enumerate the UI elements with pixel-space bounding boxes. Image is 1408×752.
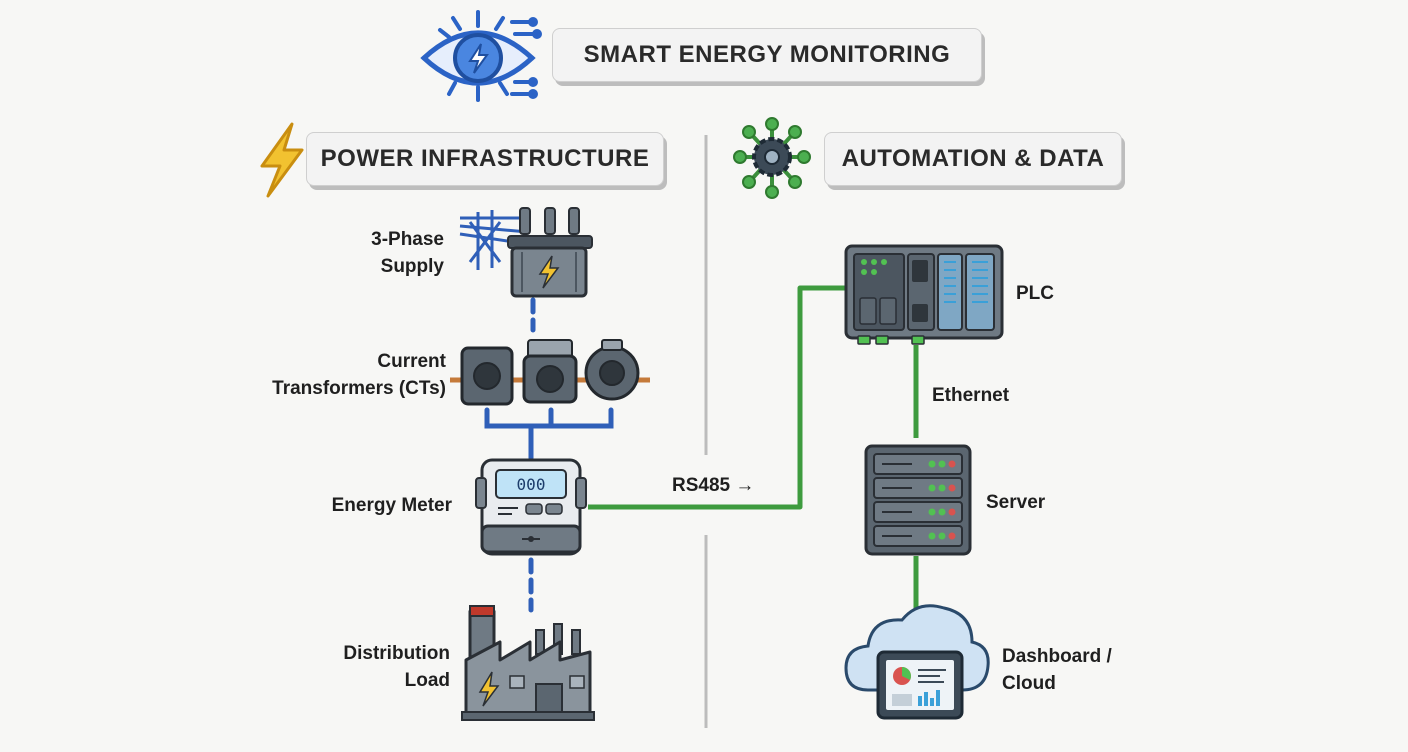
- current-transformers-line1: Current: [377, 351, 446, 372]
- energy-meter-label: Energy Meter: [331, 495, 452, 516]
- plc-label: PLC: [1016, 283, 1054, 304]
- plc-icon: [844, 244, 1004, 345]
- page-title: SMART ENERGY MONITORING: [552, 28, 982, 82]
- meter-display: 000: [517, 475, 546, 494]
- energy-meter-icon: 000: [475, 458, 587, 556]
- three-phase-supply-icon: [459, 207, 593, 298]
- distribution-load-label: Distribution Load: [300, 640, 450, 694]
- rs485-label: RS485 →: [672, 475, 754, 496]
- factory-icon: [461, 605, 595, 721]
- dashboard-cloud-label: Dashboard / Cloud: [1002, 643, 1152, 697]
- current-transformers-label: Current Transformers (CTs): [240, 348, 446, 402]
- eye-icon: [420, 10, 542, 102]
- cloud-dashboard-icon: [844, 604, 990, 720]
- gear-network-icon: [733, 117, 811, 199]
- dashboard-cloud-line1: Dashboard /: [1002, 646, 1112, 667]
- server-icon: [864, 444, 972, 556]
- section-title-automation: AUTOMATION & DATA: [824, 132, 1122, 186]
- three-phase-supply-label: 3-Phase Supply: [300, 226, 444, 280]
- current-transformers-line2: Transformers (CTs): [272, 378, 446, 399]
- current-transformers-icon: [450, 339, 650, 406]
- lightning-bolt-icon: [260, 122, 304, 198]
- power-lines: [484, 297, 614, 613]
- server-label: Server: [986, 492, 1046, 513]
- three-phase-supply-line2: Supply: [380, 256, 444, 277]
- three-phase-supply-line1: 3-Phase: [371, 229, 444, 250]
- data-lines: [588, 285, 919, 610]
- distribution-load-line1: Distribution: [343, 643, 450, 664]
- ethernet-label: Ethernet: [932, 385, 1010, 406]
- section-title-power: POWER INFRASTRUCTURE: [306, 132, 664, 186]
- dashboard-cloud-line2: Cloud: [1002, 673, 1056, 694]
- distribution-load-line2: Load: [404, 670, 450, 691]
